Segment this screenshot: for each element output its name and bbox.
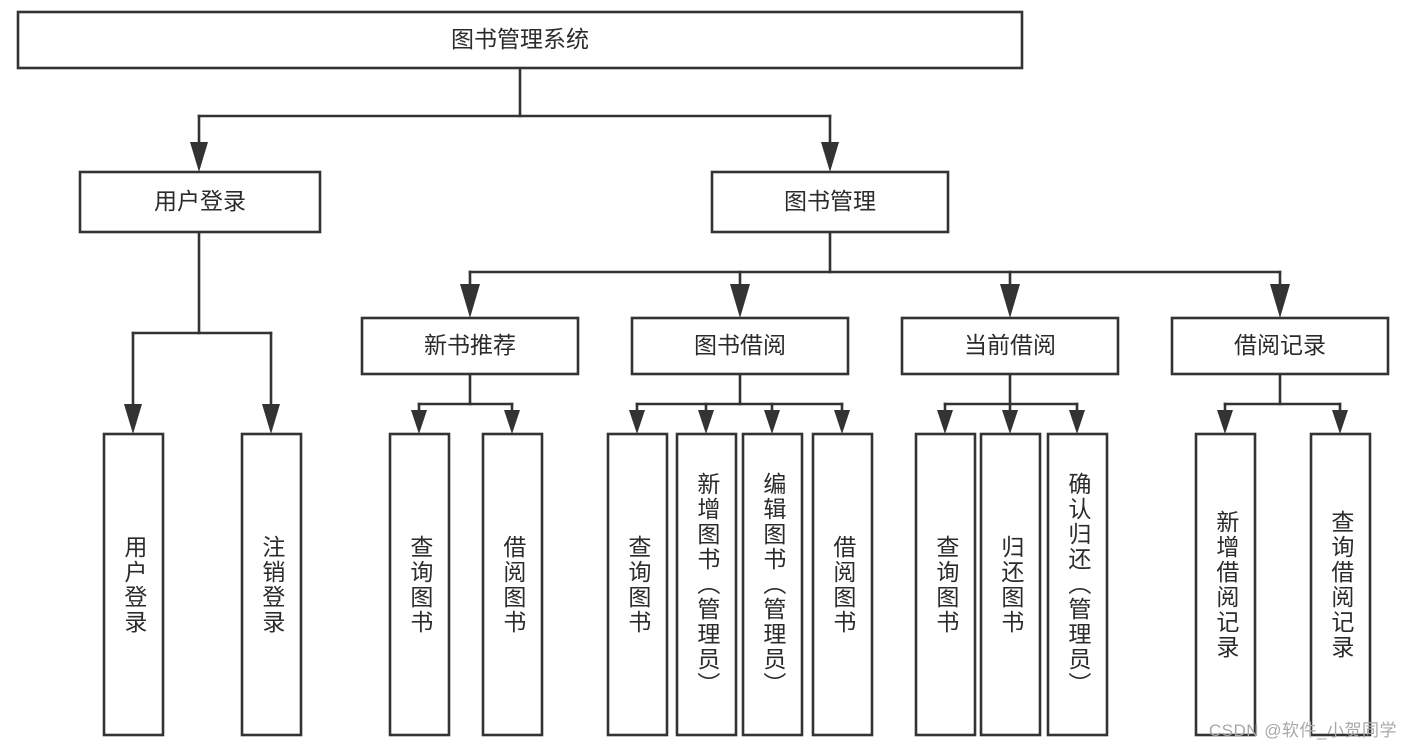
connector-layer [124,66,1348,434]
arrow-head-user-login [190,142,208,172]
node-leaf-add-book-box[interactable] [675,432,738,737]
node-user-login-box[interactable] [78,170,322,234]
node-leaf-query-book-2-box[interactable] [606,432,669,737]
node-root-label: 图书管理系统 [451,26,589,52]
arrow-head-leaf-borrow-book-2 [834,410,850,434]
arrow-head-leaf-query-book-1 [411,410,427,434]
node-book-management-label: 图书管理 [784,188,876,214]
node-borrow-record-box[interactable] [1170,316,1390,376]
node-layer: 图书管理系统 用户登录 图书管理 新书推荐 图书借阅 当前借阅 借阅记录 [16,10,1390,737]
node-leaf-query-record-box[interactable] [1309,432,1372,737]
arrow-head-leaf-add-book [698,410,714,434]
node-book-borrow-box[interactable] [630,316,850,376]
arrow-head-new-book-recommend [460,284,480,318]
node-leaf-borrow-book-2-box[interactable] [811,432,874,737]
node-new-book-recommend-label: 新书推荐 [424,332,516,358]
arrow-head-book-management [821,142,839,172]
node-leaf-logout-login-box[interactable] [240,432,303,737]
arrow-head-borrow-record [1270,284,1290,318]
arrow-head-leaf-query-book-3 [937,410,953,434]
node-book-management-box[interactable] [710,170,950,234]
node-current-borrow-label: 当前借阅 [964,332,1056,358]
node-root-box[interactable] [16,10,1024,70]
node-leaf-query-book-3-box[interactable] [914,432,977,737]
node-leaf-return-book-box[interactable] [979,432,1042,737]
arrow-head-leaf-query-book-2 [629,410,645,434]
node-current-borrow-box[interactable] [900,316,1120,376]
arrow-head-leaf-return-book [1002,410,1018,434]
watermark-text: CSDN @软件_小贺同学 [1208,721,1397,740]
node-leaf-confirm-return-box[interactable] [1046,432,1109,737]
arrow-head-leaf-confirm-return [1069,410,1085,434]
arrow-head-leaf-user-login [124,404,142,434]
arrow-head-leaf-logout-login [262,404,280,434]
node-leaf-add-record-box[interactable] [1194,432,1257,737]
arrow-head-leaf-add-record [1217,410,1233,434]
arrow-head-leaf-edit-book [764,410,780,434]
arrow-head-current-borrow [1000,284,1020,318]
arrow-head-book-borrow [730,284,750,318]
node-user-login-label: 用户登录 [154,188,246,214]
node-book-borrow-label: 图书借阅 [694,332,786,358]
node-leaf-edit-book-box[interactable] [741,432,804,737]
node-new-book-recommend-box[interactable] [360,316,580,376]
node-leaf-user-login-box[interactable] [102,432,165,737]
node-leaf-borrow-book-1-box[interactable] [481,432,544,737]
node-leaf-query-book-1-box[interactable] [388,432,451,737]
arrow-head-leaf-query-record [1332,410,1348,434]
arrow-head-leaf-borrow-book-1 [504,410,520,434]
node-borrow-record-label: 借阅记录 [1234,332,1326,358]
